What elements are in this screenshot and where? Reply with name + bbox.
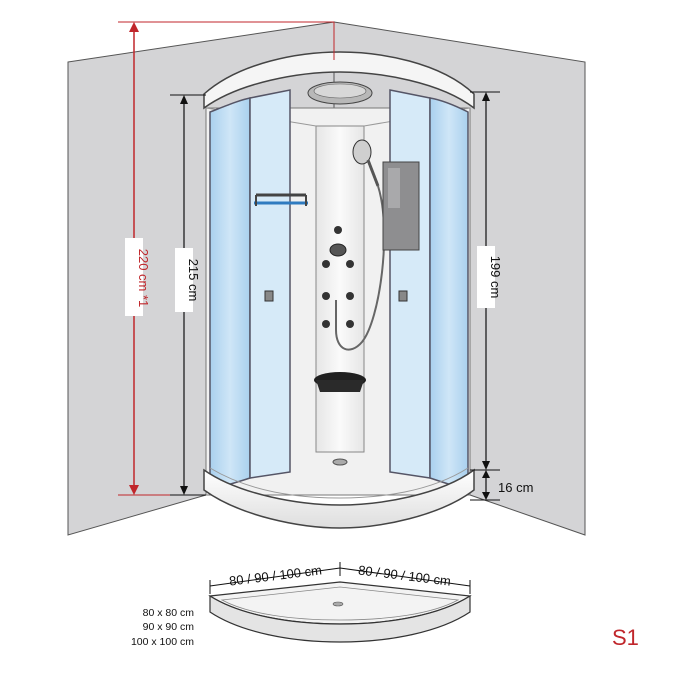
size-90: 90 x 90 cm	[143, 621, 195, 633]
cabin-height-label: 215 cm	[186, 259, 201, 302]
model-code: S1	[612, 625, 639, 650]
left-glass-door	[249, 89, 291, 479]
shower-tray	[203, 468, 475, 529]
left-door-handle-icon	[264, 290, 274, 302]
center-column	[315, 125, 365, 453]
left-glass-panel	[209, 97, 251, 491]
size-100: 100 x 100 cm	[131, 636, 194, 648]
body-jet-icon	[322, 226, 354, 328]
total-height-label: 220 cm *1	[136, 249, 151, 308]
right-glass-door	[389, 89, 431, 479]
shelf-icon	[254, 193, 308, 206]
seat-icon	[314, 372, 366, 392]
base-height-dimension	[470, 470, 500, 501]
side-a-label: 80 / 90 / 100 cm	[228, 562, 322, 588]
size-80: 80 x 80 cm	[143, 607, 195, 619]
door-height-label: 199 cm	[488, 256, 503, 299]
drain-icon	[332, 458, 348, 466]
side-b-label: 80 / 90 / 100 cm	[357, 562, 451, 588]
right-glass-panel	[429, 97, 469, 491]
footprint-diagram	[208, 562, 472, 643]
top-canopy	[203, 51, 475, 110]
right-door-handle-icon	[398, 290, 408, 302]
base-height-label: 16 cm	[498, 480, 533, 495]
